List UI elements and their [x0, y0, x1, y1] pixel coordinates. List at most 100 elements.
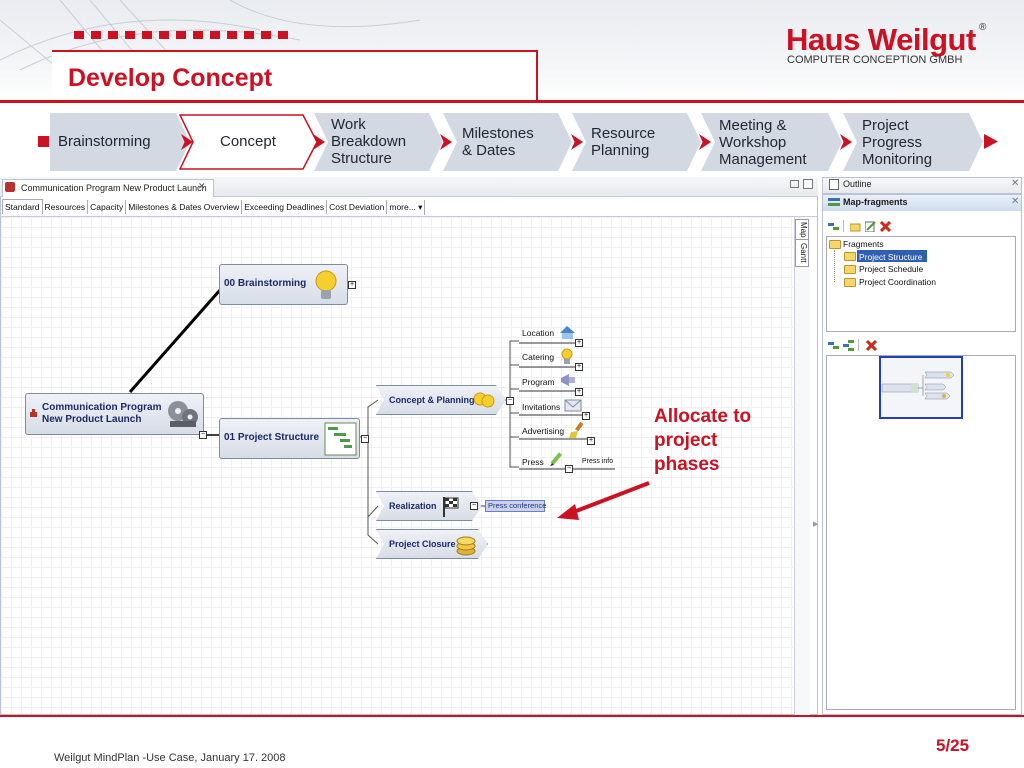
process-label: Meeting & Workshop Management	[719, 117, 807, 168]
process-step-resource[interactable]	[572, 113, 701, 171]
tab-standard[interactable]: Standard	[2, 199, 43, 214]
edit-icon[interactable]	[865, 221, 876, 232]
title-box	[52, 50, 538, 102]
leaf-invitations[interactable]: Invitations	[522, 402, 561, 412]
page-number: 5/25	[936, 736, 970, 755]
outline-panel-header	[822, 177, 1022, 194]
close-icon[interactable]: ✕	[1011, 196, 1020, 207]
header-red-dashes	[74, 26, 295, 44]
annotation-callout: Allocate to project phases	[654, 406, 752, 475]
leaf-location[interactable]: Location	[522, 328, 555, 338]
tree-root-fragments[interactable]: Fragments	[843, 239, 884, 249]
delete-icon[interactable]	[866, 340, 877, 351]
mindmap-root-node[interactable]: Communication Program New Product Launch	[25, 393, 204, 435]
collapse-toggle[interactable]: −	[361, 435, 369, 443]
chevron-arrow-icon	[571, 134, 583, 150]
toolbar-separator	[858, 339, 859, 351]
tree-item-project-structure[interactable]: Project Structure	[859, 252, 923, 262]
tab-cost-deviation[interactable]: Cost Deviation	[327, 200, 388, 214]
expand-toggle[interactable]: +	[575, 339, 583, 347]
maximize-icon[interactable]	[803, 179, 813, 189]
mindmap-canvas[interactable]	[1, 217, 793, 714]
envelope-icon	[564, 399, 582, 412]
process-step-brainstorming[interactable]	[50, 113, 190, 171]
expand-arrow-icon[interactable]: ▶	[813, 521, 819, 528]
tab-map[interactable]: Map	[795, 219, 809, 241]
close-icon[interactable]: ✕	[198, 181, 206, 191]
node-project-closure[interactable]: Project Closure	[376, 529, 488, 559]
tab-exceeding-deadlines[interactable]: Exceeding Deadlines	[242, 200, 328, 214]
lightbulb-icon	[315, 270, 337, 299]
editor-tab[interactable]: Communication Program New Product Launch	[2, 179, 214, 197]
expand-toggle[interactable]: +	[575, 388, 583, 396]
tab-capacity[interactable]: Capacity	[88, 200, 127, 214]
header-rule	[0, 100, 1024, 103]
press-conference-item[interactable]: Press conference	[485, 500, 546, 512]
footer-caption: Weilgut MindPlan -Use Case, January 17. …	[54, 752, 286, 764]
tab-more[interactable]: more... ▾	[387, 200, 426, 215]
node-label: 00 Brainstorming	[224, 278, 307, 289]
toolbar-separator	[843, 220, 844, 232]
tree-item-project-coordination[interactable]: Project Coordination	[859, 277, 937, 287]
tab-gantt[interactable]: Gantt	[795, 239, 809, 267]
logo-subtitle: COMPUTER CONCEPTION GMBH	[787, 54, 963, 66]
process-bar: Brainstorming Concept Work Breakdown Str…	[0, 113, 1024, 171]
process-start-marker	[38, 136, 49, 147]
fragment-preview-thumbnail[interactable]	[879, 356, 963, 419]
collapse-toggle[interactable]: −	[506, 397, 514, 405]
leaf-press[interactable]: Press	[522, 457, 544, 467]
process-step-monitoring[interactable]	[843, 113, 983, 171]
folder-icon	[829, 240, 841, 249]
collapse-toggle[interactable]: −	[470, 502, 478, 510]
node-label: Project Closure	[389, 539, 456, 549]
editor-divider	[0, 216, 818, 217]
node-label: Concept & Planning	[389, 395, 475, 405]
insert-fragment-icon[interactable]	[828, 221, 839, 232]
process-step-milestones[interactable]	[443, 113, 572, 171]
process-step-concept[interactable]	[181, 113, 315, 171]
close-icon[interactable]: ✕	[1011, 178, 1020, 189]
leaf-advertising[interactable]: Advertising	[522, 426, 565, 436]
map-fragments-title[interactable]: Map-fragments	[843, 197, 908, 207]
delete-icon[interactable]	[880, 221, 891, 232]
new-folder-icon[interactable]	[850, 221, 861, 232]
expand-toggle[interactable]: +	[582, 412, 590, 420]
node-project-structure[interactable]: 01 Project Structure	[219, 418, 360, 459]
folder-icon	[844, 265, 856, 274]
tree-item-project-schedule[interactable]: Project Schedule	[859, 264, 924, 274]
node-brainstorming[interactable]: 00 Brainstorming	[219, 264, 348, 305]
collapse-toggle[interactable]: −	[565, 465, 573, 473]
apply-fragment-icon[interactable]	[843, 340, 854, 351]
leaf-catering[interactable]: Catering	[522, 352, 555, 362]
process-step-wbs[interactable]	[314, 113, 443, 171]
expand-toggle[interactable]: +	[575, 363, 583, 371]
leaf-program[interactable]: Program	[522, 377, 555, 387]
side-view-tabs	[794, 217, 810, 715]
process-label: Project Progress Monitoring	[862, 117, 933, 168]
process-label: Milestones & Dates	[462, 125, 534, 159]
node-concept-planning[interactable]: Concept & Planning	[376, 385, 506, 415]
outline-title[interactable]: Outline	[843, 179, 872, 189]
folder-icon	[844, 252, 856, 261]
tab-milestones[interactable]: Milestones & Dates Overview	[126, 200, 243, 214]
footer-rule	[0, 715, 1024, 717]
node-realization[interactable]: Realization	[376, 491, 482, 521]
page-title: Develop Concept	[68, 64, 273, 92]
pencil-icon	[550, 452, 563, 466]
process-label: Work Breakdown Structure	[331, 116, 407, 167]
minimize-icon[interactable]	[790, 180, 799, 188]
expand-toggle[interactable]: +	[348, 281, 356, 289]
tree-guide	[834, 250, 835, 282]
process-step-meeting[interactable]	[701, 113, 842, 171]
expand-toggle[interactable]: +	[587, 437, 595, 445]
outline-icon	[829, 179, 839, 190]
collapse-toggle[interactable]: −	[199, 431, 207, 439]
node-label: Realization	[389, 501, 437, 511]
mindmap-file-icon	[5, 182, 15, 192]
insert-fragment-icon[interactable]	[828, 340, 839, 351]
root-node-label: Communication Program New Product Launch	[42, 402, 162, 425]
film-reel-icon	[168, 401, 198, 427]
press-info-item[interactable]: Press info	[582, 458, 614, 465]
tab-resources[interactable]: Resources	[43, 200, 89, 214]
